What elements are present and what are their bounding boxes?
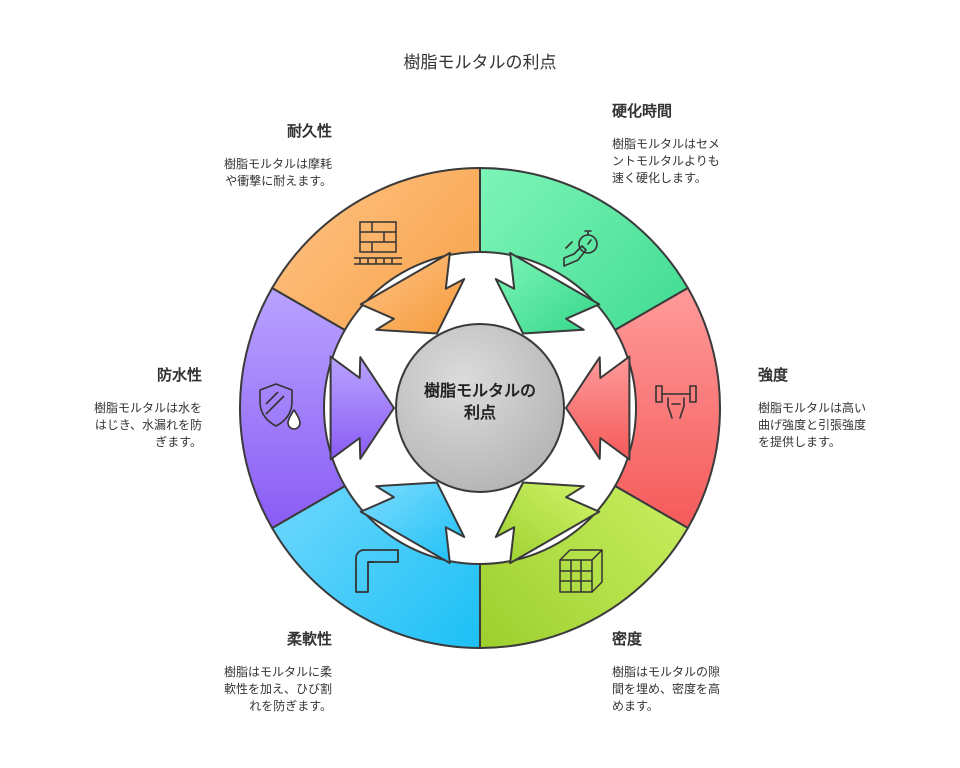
dumbbell-icon <box>655 385 697 419</box>
shield-droplet-icon <box>259 383 301 430</box>
desc-strength: 樹脂モルタルは高い 曲げ強度と引張強度 を提供します。 <box>758 401 867 449</box>
center-label: 樹脂モルタルの 利点 <box>423 381 536 422</box>
diagram-title: 樹脂モルタルの利点 <box>403 53 557 73</box>
arrow-waterproof <box>329 355 395 461</box>
desc-density: 樹脂はモルタルの隙 間を埋め、密度を高 めます。 <box>612 665 721 713</box>
arrow-hardening <box>494 251 601 335</box>
arrow-flexibility <box>359 481 466 565</box>
arrow-durability <box>359 251 466 335</box>
label-durability: 耐久性 <box>286 122 332 140</box>
desc-waterproof: 樹脂モルタルは水を はじき、水漏れを防 ぎます。 <box>93 401 202 449</box>
brick-wall-icon <box>354 221 402 265</box>
desc-flexibility: 樹脂はモルタルに柔 軟性を加え、ひび割 れを防ぎます。 <box>223 665 332 713</box>
arrow-density <box>494 481 601 565</box>
center-circle <box>395 323 565 493</box>
label-hardening: 硬化時間 <box>612 102 673 120</box>
desc-durability: 樹脂モルタルは摩耗 や衝撃に耐えます。 <box>223 157 332 188</box>
stopwatch-hand-icon <box>563 230 598 267</box>
label-flexibility: 柔軟性 <box>286 630 332 648</box>
pipe-elbow-icon <box>355 549 399 593</box>
arrows <box>329 251 631 565</box>
desc-hardening: 樹脂モルタルはセメ ントモルタルよりも 速く硬化します。 <box>612 137 720 185</box>
label-density: 密度 <box>612 630 643 648</box>
label-strength: 強度 <box>758 366 789 384</box>
arrow-strength <box>565 355 631 461</box>
label-waterproof: 防水性 <box>156 366 202 384</box>
cube-grid-icon <box>559 549 603 593</box>
